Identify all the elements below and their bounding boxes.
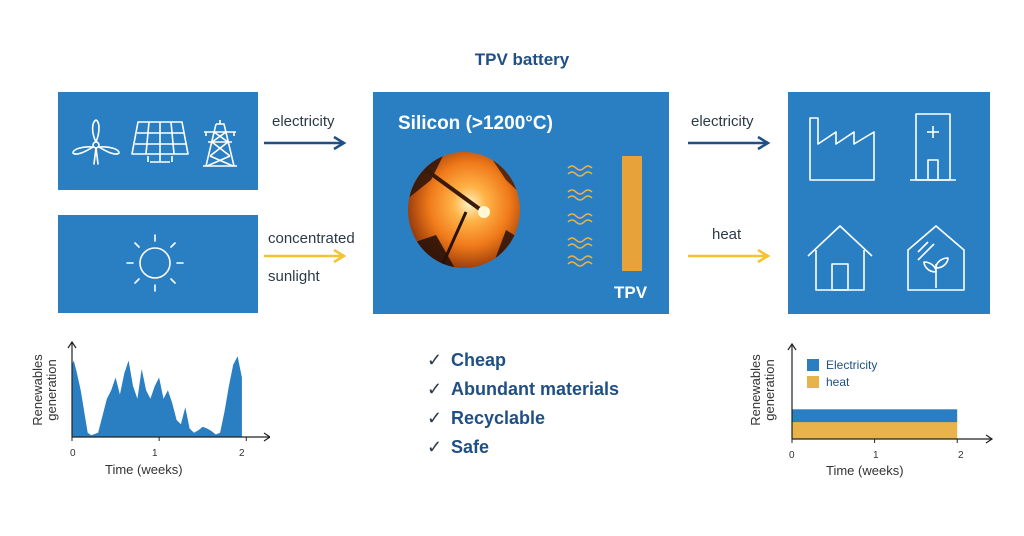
sunlight-source-box — [58, 215, 258, 313]
check-icon: ✓ — [427, 408, 443, 428]
chart2-xtick-2: 2 — [958, 450, 964, 461]
input-sunlight-label-1: concentrated — [268, 230, 355, 247]
chart1-xtick-0: 0 — [70, 448, 76, 459]
hospital-icon — [910, 113, 956, 181]
source-icons — [72, 119, 237, 167]
benefit-item-abundant-materials: ✓Abundant materials — [427, 379, 620, 399]
transmission-tower-icon — [203, 120, 237, 167]
heat-waves-icon — [567, 165, 593, 267]
bar-electricity — [792, 409, 958, 423]
chart2-xtick-1: 1 — [873, 450, 879, 461]
silicon-label: Silicon (>1200°C) — [398, 113, 553, 134]
chart2-xlabel: Time (weeks) — [826, 463, 904, 478]
input-sunlight-arrow — [264, 248, 347, 264]
tpv-output-chart — [787, 342, 994, 444]
output-heat-label: heat — [712, 226, 742, 243]
consumer-icons — [807, 113, 965, 291]
chart1-xtick-1: 1 — [152, 448, 158, 459]
solar-panel-icon — [131, 121, 189, 163]
consumers-box — [788, 92, 990, 314]
benefit-item-cheap: ✓Cheap — [427, 350, 507, 370]
hot-silicon-image — [408, 152, 520, 268]
check-icon: ✓ — [427, 437, 443, 457]
house-icon — [807, 225, 873, 291]
chart2-ylabel: Renewables generation — [748, 354, 777, 426]
sun-icon — [126, 234, 184, 292]
tpv-label: TPV — [614, 283, 648, 302]
output-heat-arrow — [688, 248, 771, 264]
diagram-title: TPV battery — [474, 50, 570, 69]
chart2-xtick-0: 0 — [789, 450, 795, 461]
input-electricity-arrow — [264, 135, 347, 151]
check-icon: ✓ — [427, 350, 443, 370]
renewable-sources-box — [58, 92, 258, 190]
output-electricity-label: electricity — [691, 113, 754, 130]
wind-turbine-icon — [72, 119, 120, 165]
chart2-x-arrow — [985, 434, 994, 444]
chart1-y-arrow — [67, 340, 77, 349]
bar-heat — [792, 422, 958, 439]
chart2-y-arrow — [787, 342, 797, 351]
input-electricity-label: electricity — [272, 113, 335, 130]
tpv-cell-bar — [622, 156, 642, 271]
sun-graphic — [126, 234, 184, 292]
check-icon: ✓ — [427, 379, 443, 399]
input-sunlight-label-2: sunlight — [268, 268, 320, 285]
benefit-item-safe: ✓Safe — [427, 437, 490, 457]
greenhouse-icon — [907, 225, 965, 291]
legend-label-electricity: Electricity — [826, 358, 878, 372]
renewables-variable-chart — [67, 340, 270, 442]
output-electricity-arrow — [688, 135, 771, 151]
chart1-x-arrow — [263, 432, 270, 442]
legend-swatch-heat — [807, 376, 819, 388]
legend-swatch-electricity — [807, 359, 819, 371]
chart1-xlabel: Time (weeks) — [105, 462, 183, 477]
benefit-item-recyclable: ✓Recyclable — [427, 408, 546, 428]
generation-area — [72, 356, 242, 437]
factory-icon — [809, 117, 875, 181]
legend-label-heat: heat — [826, 375, 850, 389]
chart1-xtick-2: 2 — [239, 448, 245, 459]
chart1-ylabel: Renewables generation — [30, 354, 59, 426]
